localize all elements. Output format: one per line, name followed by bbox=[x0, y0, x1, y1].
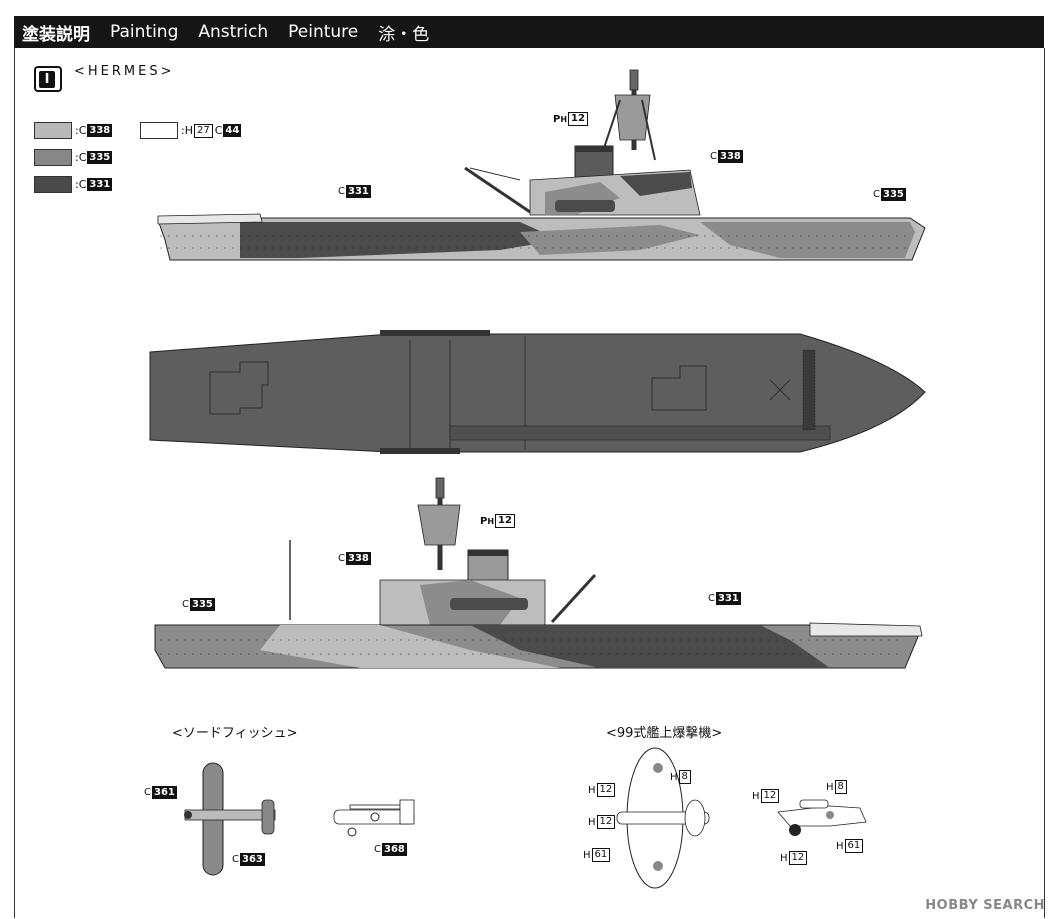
callout-sub: H bbox=[487, 516, 495, 526]
ship-side-profile-top bbox=[157, 69, 926, 261]
callout-code: 12 bbox=[788, 851, 808, 865]
header-title-en: Painting bbox=[110, 22, 179, 42]
callout-code: 61 bbox=[591, 848, 611, 862]
callout-prefix: P bbox=[480, 515, 488, 527]
callout-code: 363 bbox=[239, 853, 265, 866]
legend-extra-prefix: C bbox=[214, 124, 223, 137]
callout-prefix: C bbox=[710, 151, 717, 162]
callout-prefix: H bbox=[826, 781, 834, 793]
swordfish-title: <ソードフィッシュ> bbox=[172, 726, 298, 741]
callout-prefix: H bbox=[836, 840, 844, 852]
callout-prefix: C bbox=[338, 186, 345, 197]
callout-code: 12 bbox=[495, 514, 515, 528]
page-frame bbox=[14, 48, 1045, 918]
callout-sub: H bbox=[560, 114, 568, 124]
callout-code: 331 bbox=[715, 592, 741, 605]
callout-code: 361 bbox=[151, 786, 177, 799]
legend-prefix: :C bbox=[75, 178, 87, 191]
callout-code: 12 bbox=[596, 783, 616, 797]
ship-name: <HERMES> bbox=[74, 64, 175, 79]
legend-code: 338 bbox=[87, 124, 113, 137]
callout-prefix: C bbox=[708, 593, 715, 604]
header-title-jp: 塗装説明 bbox=[22, 24, 90, 45]
callout-prefix: H bbox=[780, 852, 788, 864]
header-title-fr: Peinture bbox=[288, 22, 359, 42]
callout-code: 338 bbox=[717, 150, 743, 163]
callout-prefix: C bbox=[182, 599, 189, 610]
callout-prefix: H bbox=[670, 771, 678, 783]
val-title: <99式艦上爆撃機> bbox=[606, 726, 723, 741]
watermark: HOBBY SEARCH bbox=[925, 898, 1045, 913]
callout-prefix: C bbox=[873, 189, 880, 200]
callout-prefix: H bbox=[752, 790, 760, 802]
callout-prefix: C bbox=[144, 787, 151, 798]
callout-code: 61 bbox=[844, 839, 864, 853]
scheme-letter: I bbox=[39, 71, 55, 88]
callout-prefix: C bbox=[374, 844, 381, 855]
callout-prefix: C bbox=[338, 553, 345, 564]
callout-prefix: P bbox=[553, 113, 561, 125]
legend-swatch bbox=[140, 122, 178, 139]
legend-prefix: :H bbox=[181, 124, 193, 137]
callout-code: 331 bbox=[345, 185, 371, 198]
callout-code: 335 bbox=[189, 598, 215, 611]
header-title-de: Anstrich bbox=[198, 22, 269, 42]
callout-code: 368 bbox=[381, 843, 407, 856]
ship-side-profile-bottom bbox=[154, 477, 923, 669]
swordfish-top-view bbox=[184, 762, 276, 876]
legend-code: 335 bbox=[87, 151, 113, 164]
callout-code: 338 bbox=[345, 552, 371, 565]
callout-prefix: C bbox=[232, 854, 239, 865]
callout-code: 12 bbox=[760, 789, 780, 803]
callout-prefix: H bbox=[583, 849, 591, 861]
legend-code: 331 bbox=[87, 178, 113, 191]
val-top-view bbox=[616, 747, 710, 889]
legend-swatch bbox=[34, 176, 72, 193]
legend-swatch bbox=[34, 149, 72, 166]
header-title-cn: 涂・色 bbox=[378, 24, 430, 45]
callout-code: 12 bbox=[568, 112, 588, 126]
callout-code: 12 bbox=[596, 815, 616, 829]
callout-code: 8 bbox=[834, 780, 847, 794]
legend-extra-code: 44 bbox=[223, 124, 242, 137]
header-bar: 塗装説明 Painting Anstrich Peinture 涂・色 bbox=[14, 16, 1044, 48]
legend-prefix: :C bbox=[75, 124, 87, 137]
legend-prefix: :C bbox=[75, 151, 87, 164]
callout-code: 8 bbox=[678, 770, 691, 784]
callout-prefix: H bbox=[588, 816, 596, 828]
callout-code: 335 bbox=[880, 188, 906, 201]
val-side-view bbox=[777, 799, 867, 836]
legend-code: 27 bbox=[193, 123, 213, 138]
scheme-letter-badge: I bbox=[34, 66, 62, 92]
legend-swatch bbox=[34, 122, 72, 139]
callout-prefix: H bbox=[588, 784, 596, 796]
swordfish-side-view bbox=[333, 799, 415, 837]
ship-deck-plan bbox=[149, 330, 926, 454]
